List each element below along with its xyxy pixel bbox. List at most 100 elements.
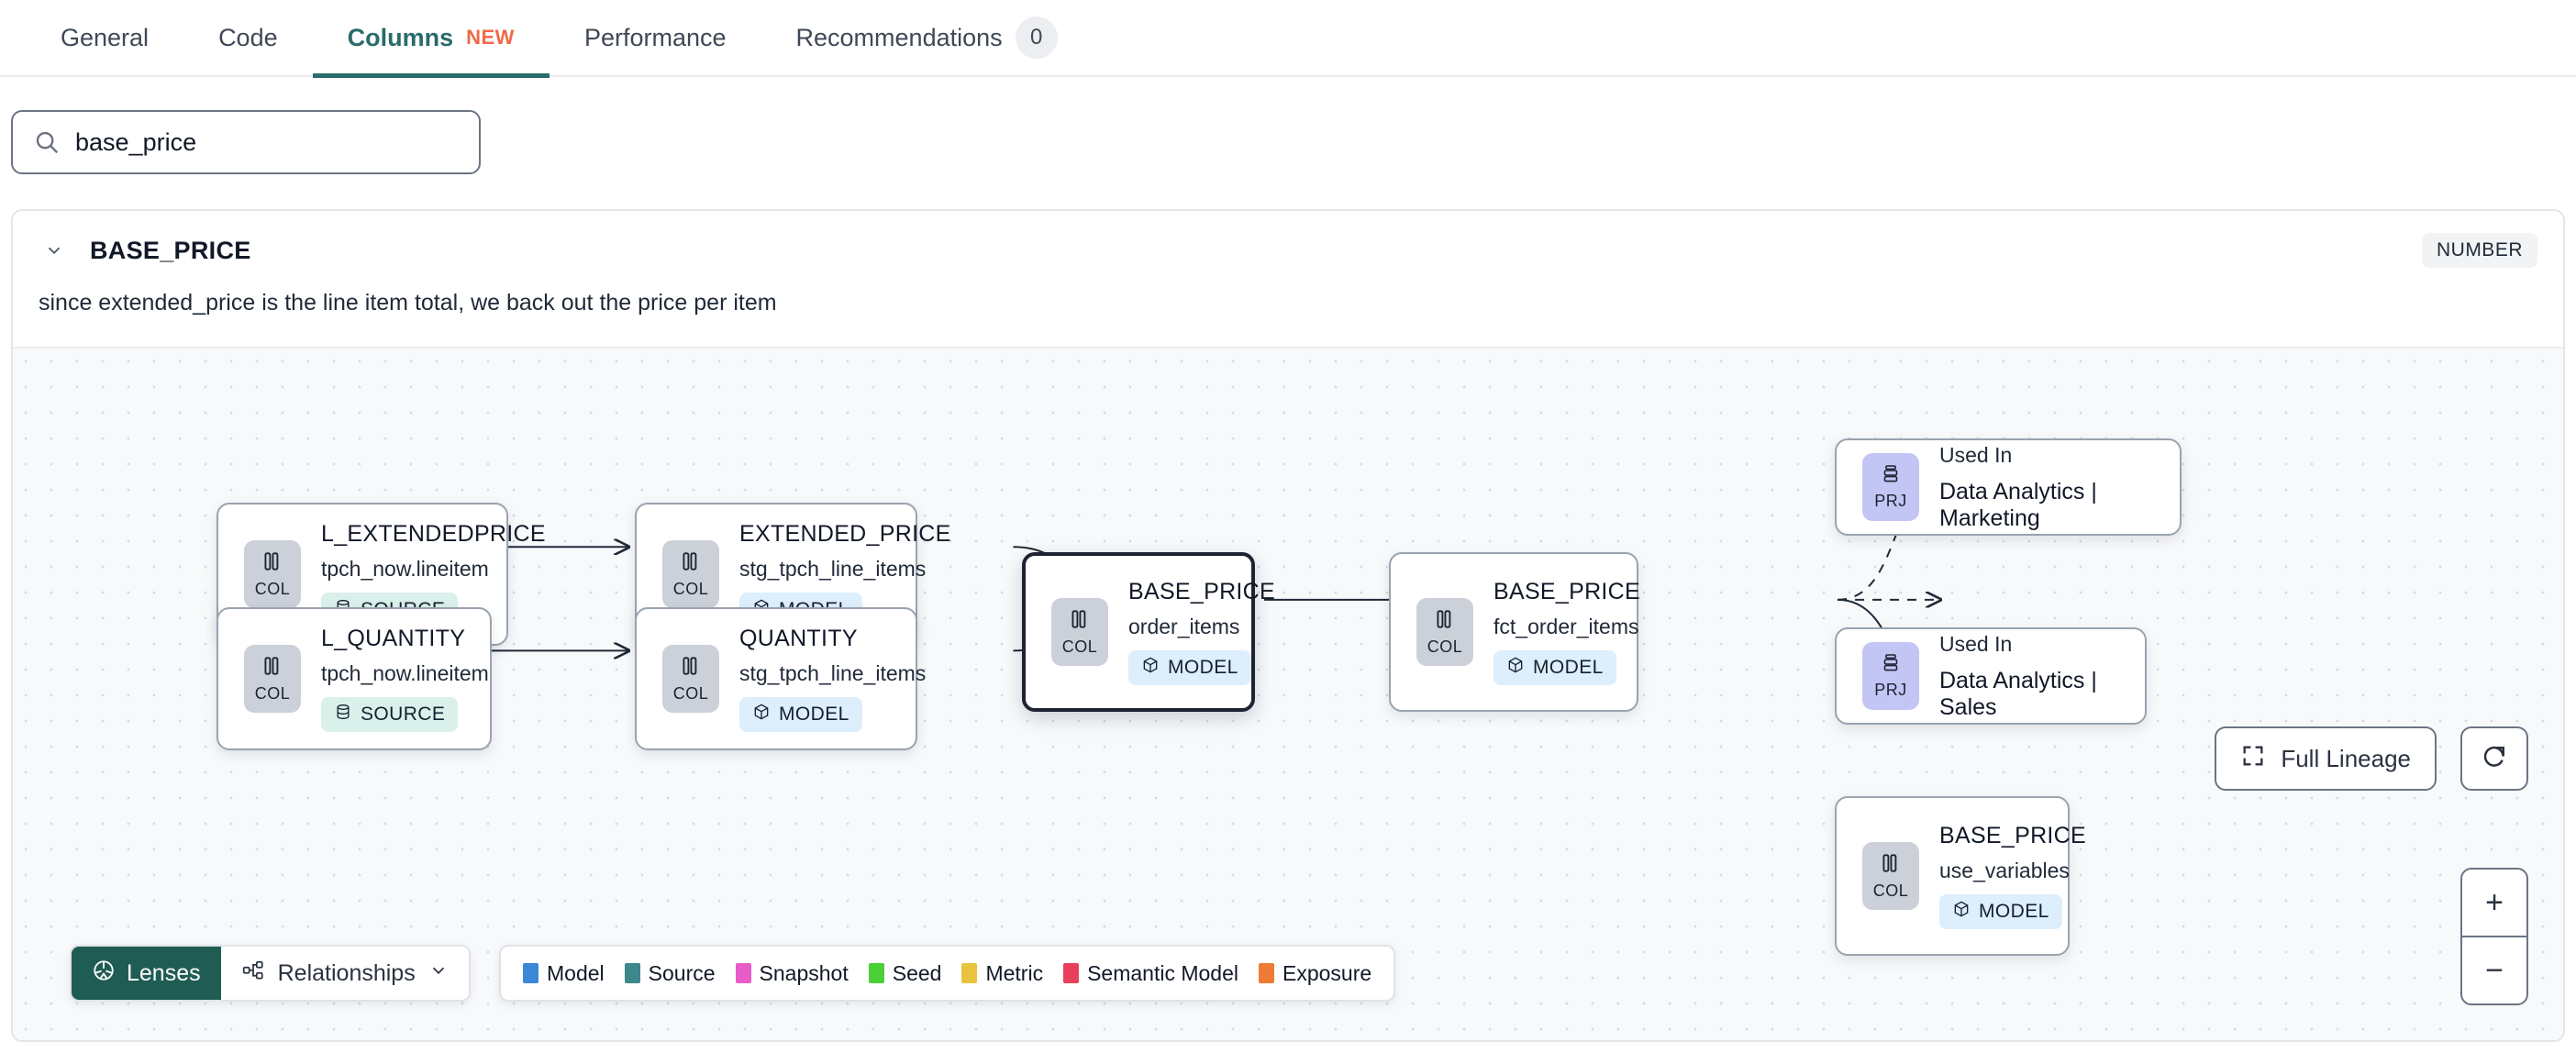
legend-label: Exposure bbox=[1282, 960, 1372, 985]
tab-label: Columns bbox=[347, 23, 454, 51]
column-type-badge: NUMBER bbox=[2421, 233, 2537, 268]
columns-icon bbox=[1433, 607, 1457, 636]
full-lineage-button[interactable]: Full Lineage bbox=[2215, 726, 2437, 791]
legend-label: Model bbox=[547, 960, 605, 985]
cube-icon bbox=[1506, 656, 1525, 680]
chevron-down-icon bbox=[428, 960, 449, 987]
col-badge: COL bbox=[662, 645, 719, 713]
node-type-tag-label: MODEL bbox=[1979, 901, 2049, 922]
relationships-dropdown[interactable]: Relationships bbox=[220, 947, 469, 1000]
col-badge: COL bbox=[1416, 598, 1473, 666]
node-type-tag: MODEL bbox=[1493, 650, 1616, 685]
node-project-name: Data Analytics | Sales bbox=[1939, 667, 2097, 720]
lineage-canvas[interactable]: COL L_EXTENDEDPRICE tpch_now.lineitem SO… bbox=[13, 347, 2563, 1040]
lenses-button[interactable]: Lenses bbox=[72, 947, 221, 1000]
node-subtitle: tpch_now.lineitem bbox=[321, 661, 489, 685]
legend-item-model[interactable]: Model bbox=[523, 961, 605, 986]
legend-swatch bbox=[1063, 963, 1080, 983]
search-value: base_price bbox=[75, 127, 197, 156]
node-name: BASE_PRICE bbox=[1939, 823, 2087, 848]
zoom-in-button[interactable]: + bbox=[2462, 870, 2526, 937]
legend-label: Metric bbox=[985, 960, 1044, 985]
tab-code[interactable]: Code bbox=[183, 0, 313, 76]
refresh-icon bbox=[2481, 743, 2508, 775]
search-input[interactable]: base_price bbox=[11, 110, 481, 174]
node-name: BASE_PRICE bbox=[1493, 579, 1641, 604]
columns-icon bbox=[1879, 851, 1903, 880]
prj-badge: PRJ bbox=[1862, 642, 1919, 710]
column-card: BASE_PRICE NUMBER since extended_price i… bbox=[11, 209, 2565, 1042]
tab-performance[interactable]: Performance bbox=[550, 0, 761, 76]
node-subtitle: order_items bbox=[1128, 615, 1240, 638]
cube-icon bbox=[1952, 900, 1971, 924]
col-badge: COL bbox=[1862, 842, 1919, 910]
tab-columns[interactable]: Columns NEW bbox=[312, 0, 550, 78]
zoom-controls[interactable]: + − bbox=[2460, 868, 2528, 1005]
lineage-node-quantity[interactable]: COL QUANTITY stg_tpch_line_items MODEL bbox=[635, 607, 926, 750]
node-used-in-label: Used In bbox=[1939, 442, 2013, 467]
col-badge-label: COL bbox=[254, 580, 291, 598]
hierarchy-icon bbox=[241, 959, 265, 989]
relationships-label: Relationships bbox=[277, 959, 416, 986]
lineage-node-base-price-fct-order-items[interactable]: COL BASE_PRICE fct_order_items MODEL bbox=[1389, 552, 1640, 712]
legend-swatch bbox=[1259, 963, 1274, 983]
zoom-out-button[interactable]: − bbox=[2485, 952, 2504, 988]
legend-item-seed[interactable]: Seed bbox=[868, 960, 942, 986]
node-project-name: Data Analytics | Marketing bbox=[1939, 478, 2097, 531]
chevron-down-icon[interactable] bbox=[39, 235, 70, 266]
node-body: BASE_PRICE fct_order_items MODEL bbox=[1473, 579, 1657, 685]
legend-item-metric[interactable]: Metric bbox=[961, 961, 1043, 986]
lineage-node-l-quantity[interactable]: COL L_QUANTITY tpch_now.lineitem SOURCE bbox=[217, 607, 492, 750]
columns-icon bbox=[261, 654, 284, 682]
cube-icon bbox=[1141, 656, 1160, 680]
col-badge-label: COL bbox=[1427, 637, 1463, 656]
page-title: BASE_PRICE bbox=[90, 236, 251, 264]
node-name: BASE_PRICE bbox=[1128, 579, 1276, 604]
node-body: QUANTITY stg_tpch_line_items MODEL bbox=[719, 626, 942, 732]
legend-item-semantic-model[interactable]: Semantic Model bbox=[1063, 961, 1238, 986]
legend-label: Semantic Model bbox=[1087, 960, 1238, 985]
legend-item-snapshot[interactable]: Snapshot bbox=[735, 961, 849, 986]
node-name: QUANTITY bbox=[739, 626, 858, 651]
node-type-tag-label: MODEL bbox=[1533, 657, 1604, 678]
legend-item-exposure[interactable]: Exposure bbox=[1259, 961, 1371, 986]
tab-general[interactable]: General bbox=[26, 0, 183, 76]
node-body: Used In Data Analytics | Sales bbox=[1919, 632, 2145, 721]
refresh-button[interactable] bbox=[2460, 726, 2528, 791]
node-subtitle: fct_order_items bbox=[1493, 615, 1639, 638]
lenses-label: Lenses bbox=[127, 959, 201, 986]
tab-recommendations[interactable]: Recommendations 0 bbox=[761, 0, 1093, 76]
col-badge-label: COL bbox=[1061, 637, 1098, 656]
tab-new-badge: NEW bbox=[466, 26, 515, 49]
node-type-tag-label: SOURCE bbox=[361, 704, 446, 725]
recommendations-count-badge: 0 bbox=[1015, 17, 1058, 59]
lineage-toolbar: Lenses Relationships bbox=[70, 945, 471, 1002]
lineage-node-base-price-order-items[interactable]: COL BASE_PRICE order_items MODEL bbox=[1022, 552, 1275, 712]
prj-badge-label: PRJ bbox=[1874, 492, 1907, 510]
node-type-tag: SOURCE bbox=[321, 697, 459, 732]
legend: Model Source Snapshot Seed Metric Semant… bbox=[499, 945, 1396, 1002]
aperture-icon bbox=[92, 959, 116, 989]
lineage-node-base-price-use-variables[interactable]: COL BASE_PRICE use_variables MODEL bbox=[1835, 796, 2086, 956]
col-badge-label: COL bbox=[1872, 881, 1909, 900]
node-type-tag-label: MODEL bbox=[1168, 657, 1238, 678]
project-icon bbox=[1880, 463, 1902, 490]
col-badge-label: COL bbox=[672, 580, 709, 598]
legend-swatch bbox=[735, 963, 751, 983]
legend-swatch bbox=[523, 963, 539, 983]
node-type-tag: MODEL bbox=[739, 697, 862, 732]
lineage-node-prj-marketing[interactable]: PRJ Used In Data Analytics | Marketing bbox=[1835, 438, 2182, 536]
prj-badge-label: PRJ bbox=[1874, 681, 1907, 699]
node-body: BASE_PRICE use_variables MODEL bbox=[1919, 823, 2103, 929]
col-badge: COL bbox=[1051, 598, 1108, 666]
column-description: since extended_price is the line item to… bbox=[39, 290, 777, 316]
col-badge: COL bbox=[662, 540, 719, 608]
legend-label: Seed bbox=[892, 960, 942, 985]
columns-icon bbox=[1068, 607, 1092, 636]
legend-swatch bbox=[868, 963, 884, 983]
lineage-node-prj-sales[interactable]: PRJ Used In Data Analytics | Sales bbox=[1835, 627, 2147, 725]
tab-bar: General Code Columns NEW Performance Rec… bbox=[0, 0, 2576, 78]
node-subtitle: stg_tpch_line_items bbox=[739, 661, 927, 685]
node-name: EXTENDED_PRICE bbox=[739, 521, 951, 547]
legend-item-source[interactable]: Source bbox=[624, 961, 716, 986]
